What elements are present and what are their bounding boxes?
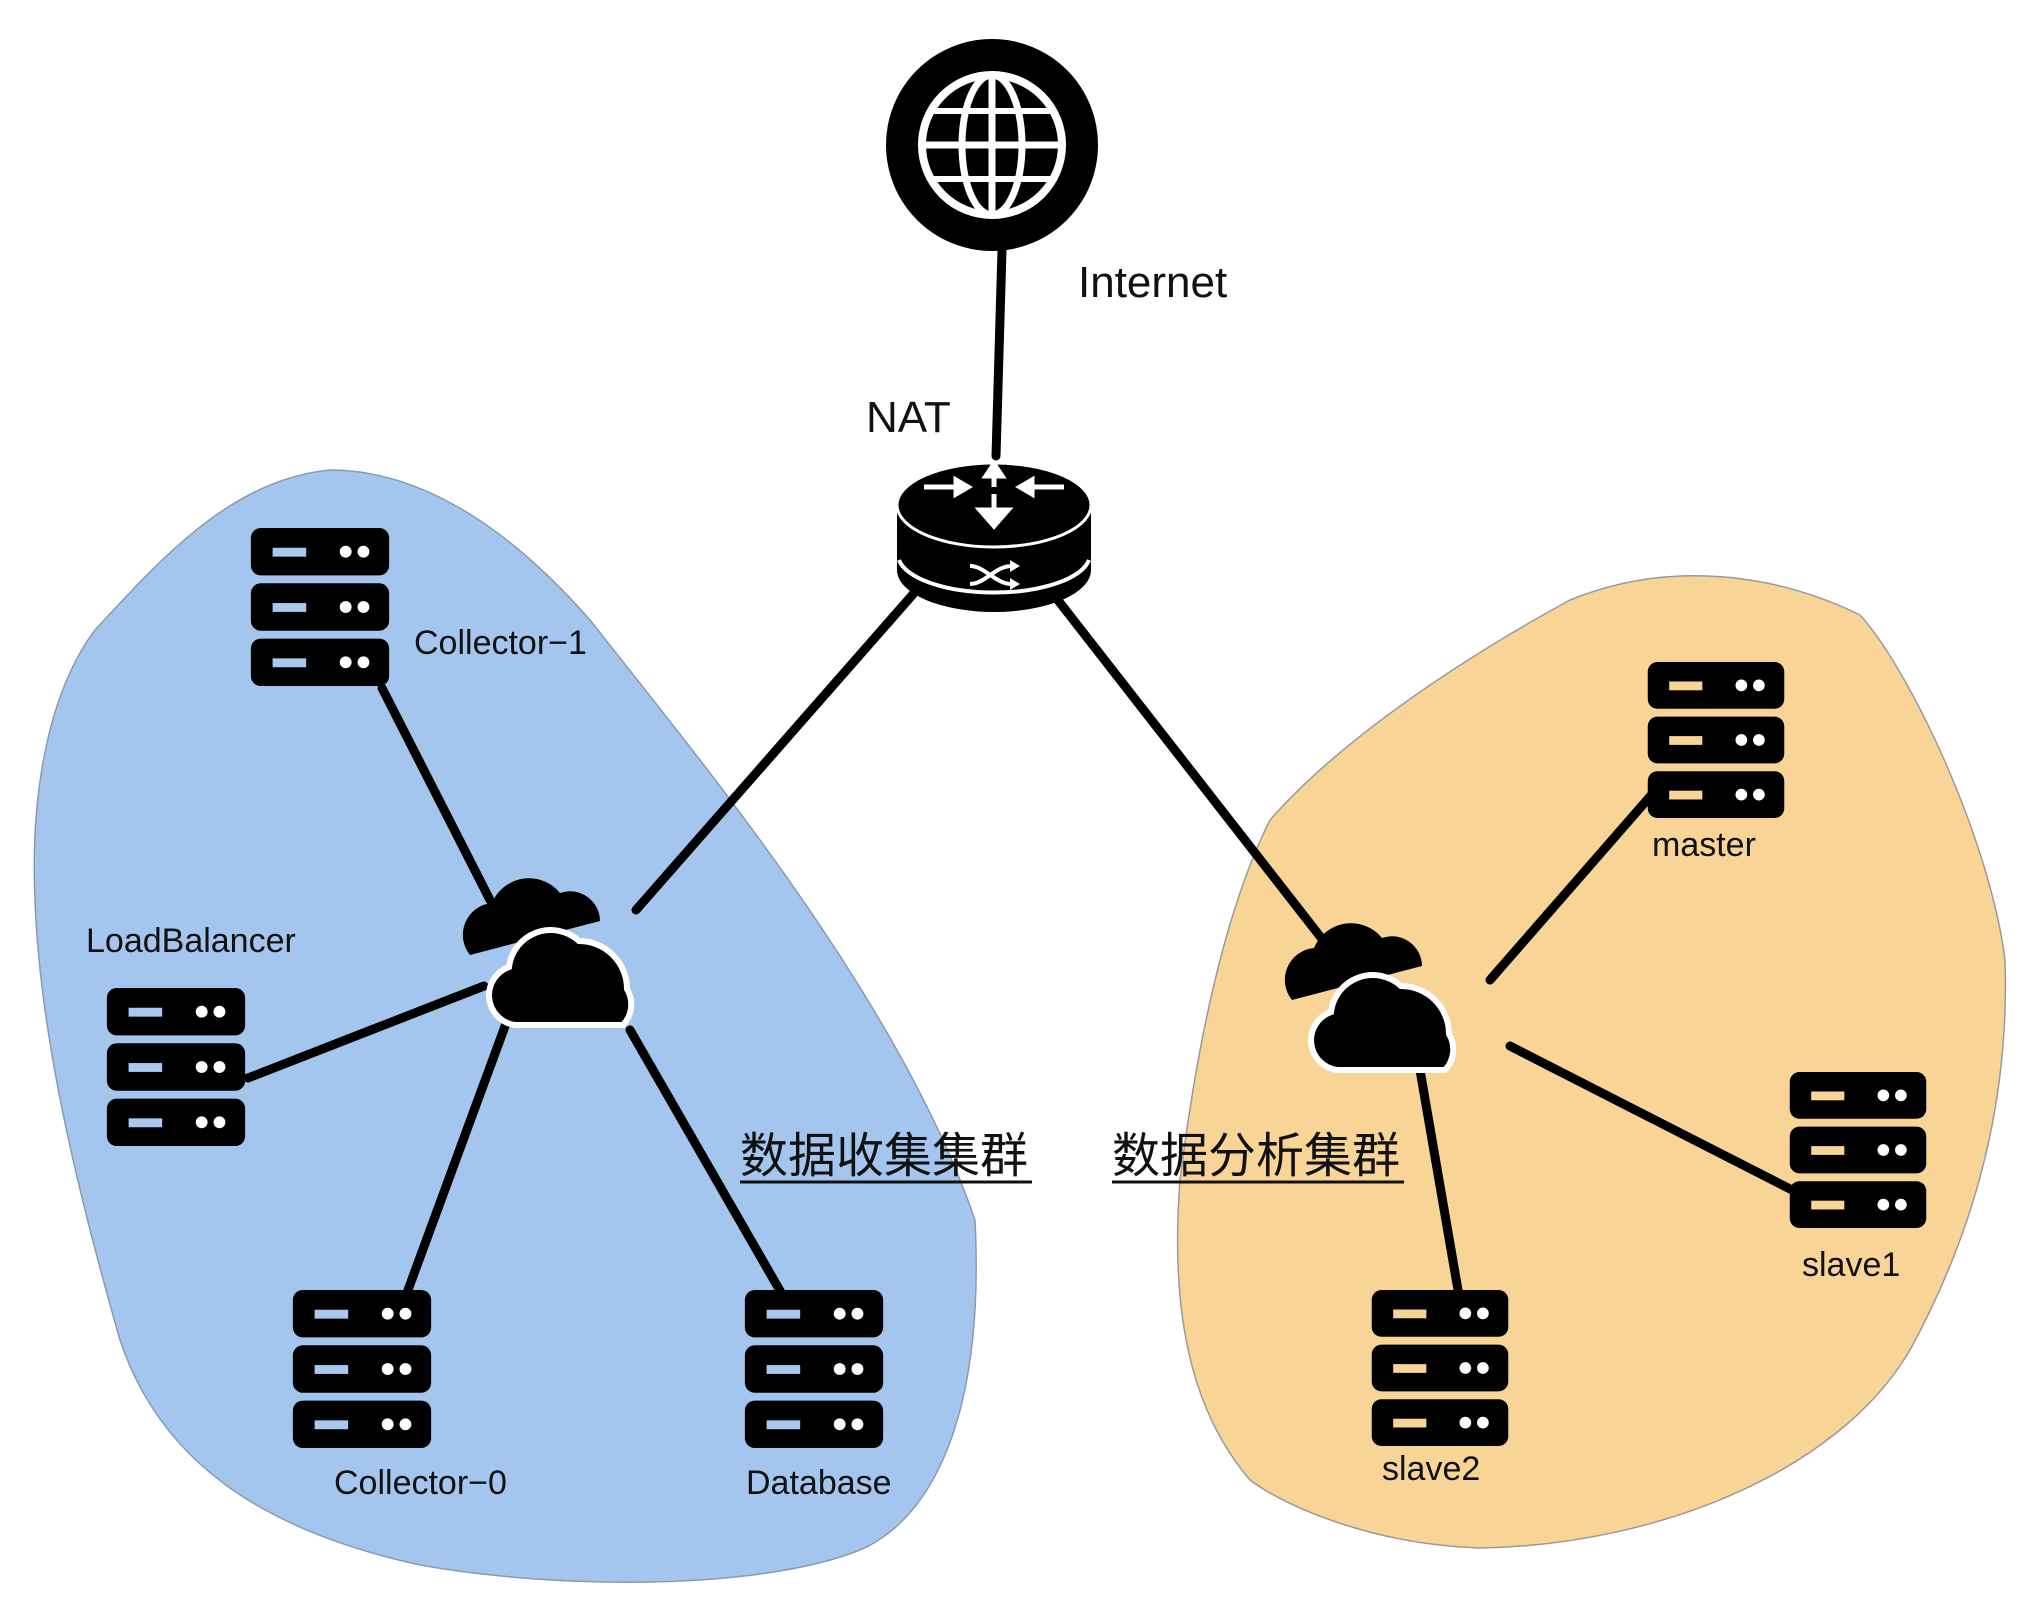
slave1-label: slave1 <box>1802 1246 1900 1284</box>
link-nat-collection <box>631 579 927 915</box>
globe-icon <box>886 39 1098 251</box>
server-icon <box>106 988 246 1146</box>
server-icon <box>1647 662 1785 818</box>
link-slave2 <box>1415 1065 1463 1295</box>
cloud-icon <box>462 878 635 1028</box>
internet-label: Internet <box>1078 258 1227 307</box>
link-loadbalancer <box>243 981 489 1083</box>
slave2-label: slave2 <box>1382 1450 1480 1488</box>
server-icon <box>292 1290 432 1448</box>
link-master <box>1485 787 1659 985</box>
link-nat-analysis <box>1045 585 1331 949</box>
collector-0-label: Collector−0 <box>334 1464 507 1502</box>
link-internet-nat <box>991 245 1007 461</box>
router-icon <box>895 459 1093 612</box>
collection-cluster-title: 数据收集集群 <box>740 1128 1028 1184</box>
cloud-icon <box>1284 923 1457 1073</box>
server-icon <box>1371 1290 1509 1446</box>
analysis-cluster-title: 数据分析集群 <box>1112 1128 1400 1184</box>
analysis-cluster-zone <box>1176 574 2007 1549</box>
nat-label: NAT <box>866 393 951 442</box>
loadbalancer-label: LoadBalancer <box>86 922 296 960</box>
link-database <box>625 1025 799 1320</box>
links <box>243 245 1797 1320</box>
database-label: Database <box>746 1464 892 1502</box>
link-slave1 <box>1505 1041 1797 1195</box>
link-collector1 <box>377 683 495 905</box>
link-collector0 <box>403 1013 513 1295</box>
server-icon <box>250 528 390 686</box>
server-icon <box>744 1290 884 1448</box>
server-icon <box>1789 1072 1927 1228</box>
collector-1-label: Collector−1 <box>414 624 587 662</box>
master-label: master <box>1652 826 1756 864</box>
